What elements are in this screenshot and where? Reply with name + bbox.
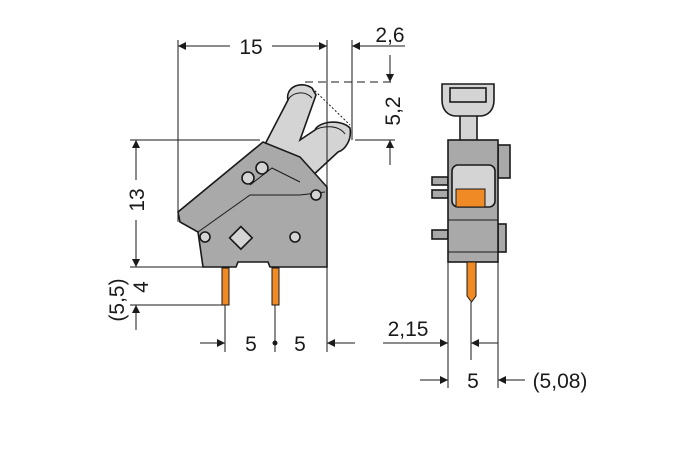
dim-pitch-right: 5: [294, 333, 306, 356]
dim-side-width: 5: [467, 370, 479, 393]
dim-lever-height: 5,2: [382, 96, 405, 125]
pin-right: [271, 267, 280, 306]
front-dimensions: 15 2,6 5,2 13 4 (5,5) 5 5: [106, 24, 405, 356]
side-view: [431, 83, 511, 303]
dim-pin-length-alt: (5,5): [106, 278, 129, 321]
dim-lever-offset: 2,6: [375, 24, 404, 47]
dim-pin-offset: 2,15: [388, 318, 429, 341]
side-dimensions: 2,15 5 (5,08): [383, 262, 587, 393]
release-slot: [228, 225, 254, 251]
front-view: [177, 84, 352, 306]
dim-pitch-left: 5: [245, 333, 257, 356]
dim-pin-length: 4: [130, 281, 153, 293]
side-spring-orange: [455, 188, 486, 208]
dim-side-width-alt: (5,08): [533, 370, 588, 393]
side-pin: [466, 261, 477, 303]
dim-height: 13: [126, 188, 149, 211]
pin-left: [221, 267, 230, 306]
dim-width: 15: [239, 36, 262, 59]
